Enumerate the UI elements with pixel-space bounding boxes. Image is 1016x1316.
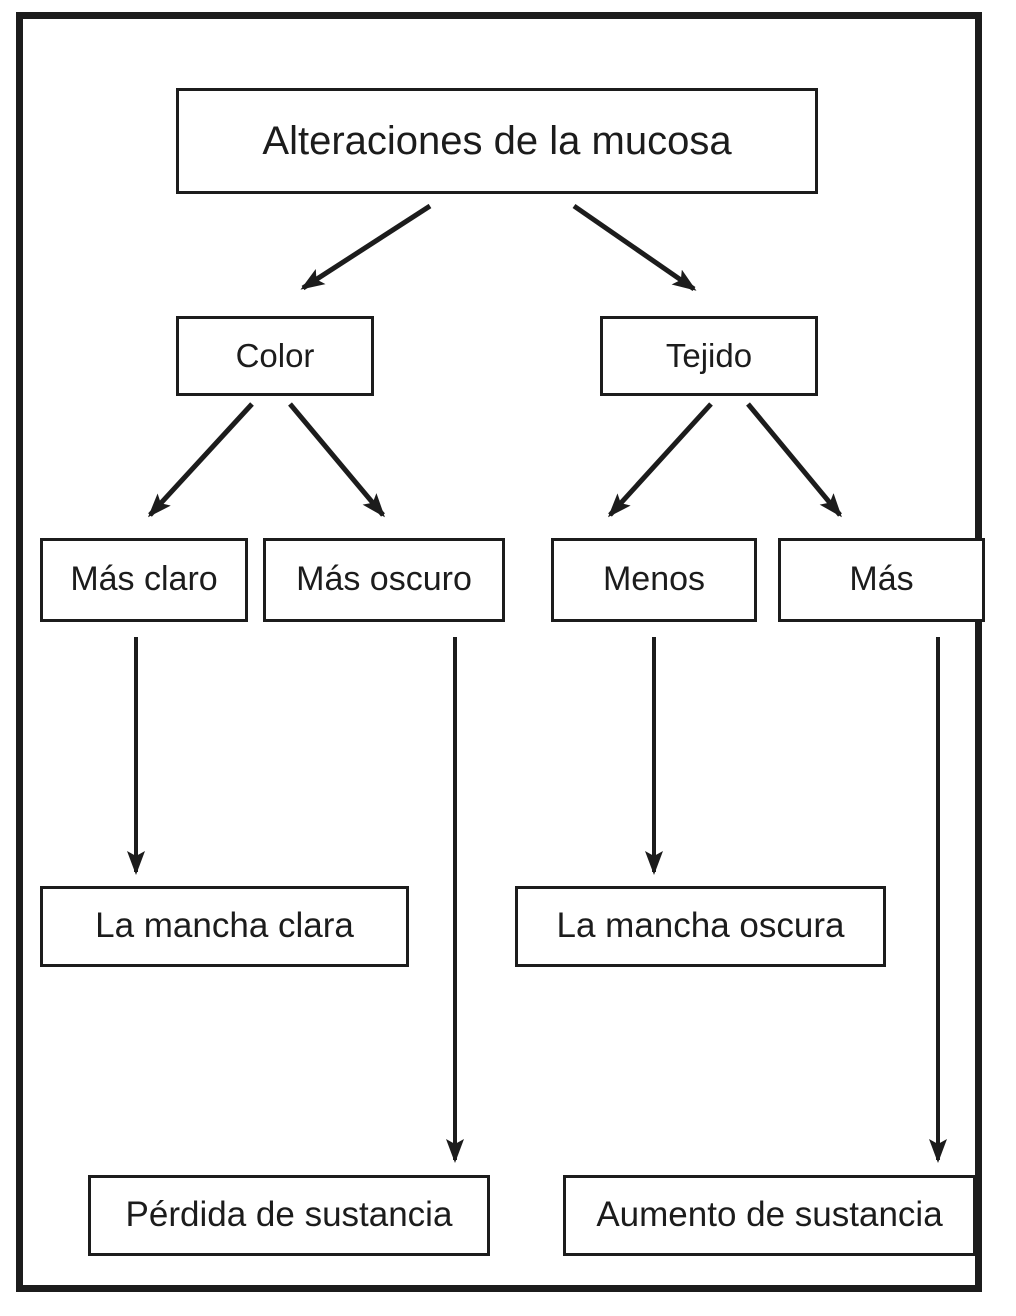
node-label: Alteraciones de la mucosa <box>262 119 732 163</box>
outer-border-frame <box>16 12 982 1292</box>
node-label: Más claro <box>70 560 218 599</box>
node-label: Pérdida de sustancia <box>125 1195 453 1235</box>
node-la-mancha-clara: La mancha clara <box>40 886 409 967</box>
node-perdida-de-sustancia: Pérdida de sustancia <box>88 1175 490 1256</box>
node-label: Aumento de sustancia <box>596 1195 943 1235</box>
node-mas-claro: Más claro <box>40 538 248 622</box>
node-aumento-de-sustancia: Aumento de sustancia <box>563 1175 976 1256</box>
node-label: Más oscuro <box>296 560 472 599</box>
node-tejido: Tejido <box>600 316 818 396</box>
node-color: Color <box>176 316 374 396</box>
node-mas-oscuro: Más oscuro <box>263 538 505 622</box>
node-label: La mancha oscura <box>556 906 845 946</box>
node-label: La mancha clara <box>95 906 354 946</box>
node-mas: Más <box>778 538 985 622</box>
node-label: Color <box>235 336 315 374</box>
node-alteraciones-de-la-mucosa: Alteraciones de la mucosa <box>176 88 818 194</box>
node-label: Más <box>849 560 914 599</box>
node-label: Menos <box>602 560 706 599</box>
node-la-mancha-oscura: La mancha oscura <box>515 886 886 967</box>
node-label: Tejido <box>665 336 753 374</box>
node-menos: Menos <box>551 538 757 622</box>
